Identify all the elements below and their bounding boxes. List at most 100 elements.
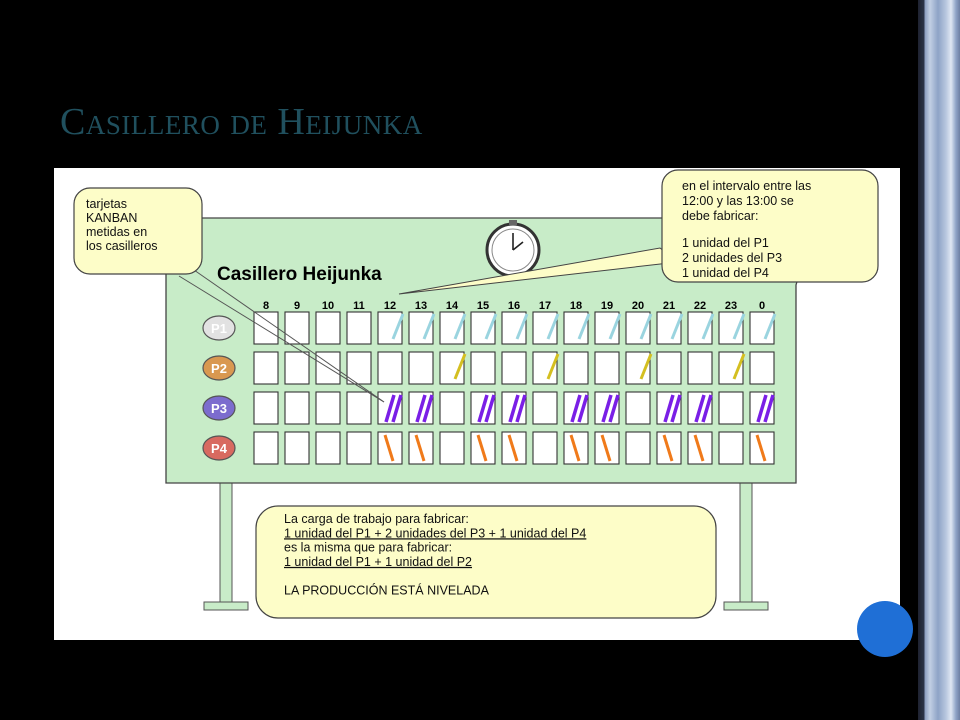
kanban-card [422, 313, 436, 340]
kanban-card [546, 353, 560, 380]
hour-label: 14 [446, 300, 459, 312]
kanban-card [670, 313, 684, 340]
summary-line: 1 unidad del P1 + 2 unidades del P3 + 1 … [284, 526, 586, 540]
kanban-slot [563, 351, 589, 385]
callout-interval-line: en el intervalo entre las [682, 179, 811, 193]
kanban-card [670, 394, 682, 423]
callout-interval-line: debe fabricar: [682, 209, 758, 223]
kanban-card [515, 313, 529, 340]
hour-label: 20 [632, 300, 644, 312]
kanban-card [608, 313, 622, 340]
product-label: P1 [211, 321, 227, 336]
callout-kanban: tarjetas KANBAN metidas en los casillero… [73, 187, 385, 403]
summary-line: La carga de trabajo para fabricar: [284, 512, 469, 526]
kanban-card [570, 394, 582, 423]
product-label: P2 [211, 361, 227, 376]
callout-kanban-line: KANBAN [86, 211, 137, 225]
kanban-slot [315, 391, 341, 425]
kanban-slot [625, 391, 651, 425]
kanban-card [383, 434, 395, 462]
kanban-card [601, 394, 613, 423]
kanban-card [384, 394, 396, 423]
kanban-slot [439, 431, 465, 465]
kanban-card [756, 394, 768, 423]
kanban-card [422, 394, 434, 423]
hour-label: 15 [477, 300, 489, 312]
kanban-slot [656, 351, 682, 385]
kanban-slot [377, 431, 403, 465]
hour-label: 10 [322, 300, 334, 312]
kanban-slot [253, 391, 279, 425]
kanban-card [577, 394, 589, 423]
kanban-card [608, 394, 620, 423]
hour-label: 13 [415, 300, 427, 312]
kanban-card [476, 434, 488, 462]
kanban-slot [625, 431, 651, 465]
right-decorative-frame [918, 0, 960, 720]
hour-label: 12 [384, 300, 396, 312]
kanban-card [755, 434, 767, 462]
summary-line: 1 unidad del P1 + 1 unidad del P2 [284, 555, 472, 569]
kanban-card [701, 394, 713, 423]
hour-label: 21 [663, 300, 675, 312]
callout-interval-line: 12:00 y las 13:00 se [682, 194, 794, 208]
kanban-slot [284, 391, 310, 425]
product-badge [202, 355, 236, 381]
kanban-slot [625, 311, 651, 345]
kanban-card [662, 434, 674, 462]
kanban-slot [284, 311, 310, 345]
kanban-card [391, 313, 405, 340]
kanban-slot [563, 311, 589, 345]
hour-label: 18 [570, 300, 582, 312]
kanban-card [453, 313, 467, 340]
kanban-slot [501, 351, 527, 385]
kanban-card [391, 394, 403, 423]
kanban-card [577, 313, 591, 340]
kanban-slot [408, 351, 434, 385]
kanban-card [507, 434, 519, 462]
kanban-slot [749, 351, 775, 385]
kanban-slot [594, 351, 620, 385]
product-row-p1: P1 [202, 311, 777, 345]
board-stand [203, 479, 769, 611]
slide-title: Casillero de Heijunka [60, 101, 423, 143]
hour-label: 17 [539, 300, 551, 312]
kanban-card [569, 434, 581, 462]
kanban-slot [718, 391, 744, 425]
hour-label: 23 [725, 300, 737, 312]
product-badge [202, 395, 236, 421]
hour-label: 11 [353, 300, 365, 312]
next-slide-button[interactable] [857, 601, 913, 657]
kanban-slot [377, 351, 403, 385]
hour-label: 8 [263, 300, 269, 312]
callout-kanban-line: los casilleros [86, 239, 158, 253]
hour-label: 9 [294, 300, 300, 312]
callout-interval-line: 2 unidades del P3 [682, 251, 782, 265]
kanban-slot [315, 311, 341, 345]
kanban-card [508, 394, 520, 423]
product-badge [202, 315, 236, 341]
callout-kanban-line: metidas en [86, 225, 147, 239]
kanban-slot [253, 311, 279, 345]
kanban-card [414, 434, 426, 462]
kanban-card [763, 313, 777, 340]
kanban-slot [253, 351, 279, 385]
kanban-card [453, 353, 467, 380]
kanban-slot [315, 431, 341, 465]
kanban-slot [470, 351, 496, 385]
kanban-card [694, 394, 706, 423]
kanban-slot [718, 431, 744, 465]
kanban-slot [346, 311, 372, 345]
kanban-slot [284, 431, 310, 465]
product-label: P4 [211, 441, 228, 456]
hour-label: 22 [694, 300, 706, 312]
kanban-card [693, 434, 705, 462]
summary-line: es la misma que para fabricar: [284, 541, 452, 555]
kanban-slot [346, 431, 372, 465]
callout-interval-line: 1 unidad del P4 [682, 266, 769, 280]
hour-label: 0 [759, 300, 765, 312]
clock-icon [485, 220, 541, 278]
kanban-card [484, 394, 496, 423]
